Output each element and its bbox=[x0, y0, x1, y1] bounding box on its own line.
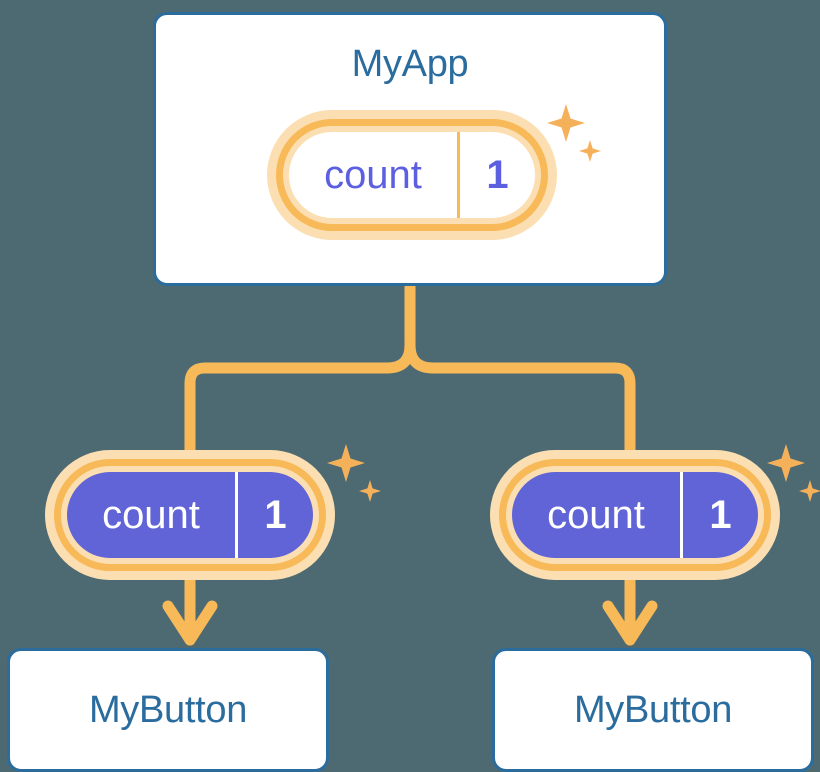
state-pill-body: count 1 bbox=[67, 472, 313, 558]
arrow-down-icon-right bbox=[602, 572, 658, 646]
component-card-label: MyButton bbox=[88, 689, 248, 731]
state-value-label: 1 bbox=[709, 493, 732, 537]
state-key-label: count bbox=[67, 472, 238, 558]
state-pill-ring bbox=[499, 459, 771, 571]
component-card-mybutton-right[interactable]: MyButton bbox=[492, 648, 814, 772]
fork-connector-icon bbox=[184, 281, 416, 458]
state-key-label: count bbox=[289, 132, 460, 218]
state-pill-mybutton-right[interactable]: count 1 bbox=[490, 450, 780, 580]
state-pill-ring bbox=[276, 119, 548, 231]
state-pill-body: count 1 bbox=[512, 472, 758, 558]
component-card-mybutton-left[interactable]: MyButton bbox=[7, 648, 329, 772]
state-value-label: 1 bbox=[264, 493, 287, 537]
state-value-label: 1 bbox=[486, 153, 509, 197]
state-pill-body: count 1 bbox=[289, 132, 535, 218]
fork-connector-icon-right bbox=[404, 339, 636, 458]
page-title: MyApp bbox=[351, 43, 469, 85]
arrow-down-icon-left bbox=[162, 572, 218, 646]
state-pill-myapp[interactable]: count 1 bbox=[267, 110, 557, 240]
component-card-label: MyButton bbox=[573, 689, 733, 731]
state-pill-ring bbox=[54, 459, 326, 571]
state-pill-mybutton-left[interactable]: count 1 bbox=[45, 450, 335, 580]
state-key-label: count bbox=[512, 472, 683, 558]
